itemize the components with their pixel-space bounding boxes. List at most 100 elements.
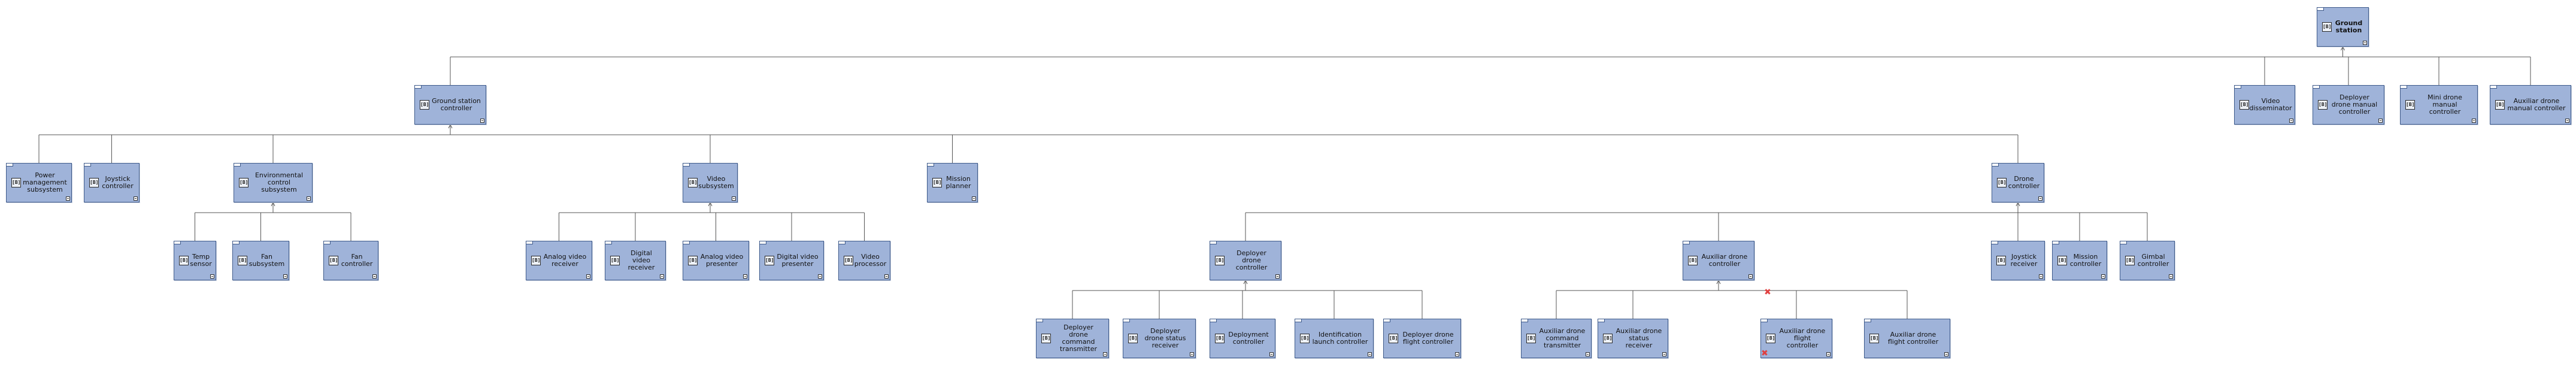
expand-icon[interactable] — [2101, 274, 2105, 279]
block-label: Auxiliar drone flight controller — [1887, 331, 1939, 346]
block-label: Temp sensor — [190, 253, 212, 268]
expand-icon[interactable] — [884, 274, 889, 279]
expand-icon[interactable] — [2289, 119, 2293, 123]
block-identification-launch-controller[interactable]: [B]Identification launch controller — [1295, 319, 1374, 358]
expand-icon[interactable] — [818, 274, 822, 279]
block-deployer-drone-flight-controller[interactable]: [B]Deployer drone flight controller — [1383, 319, 1461, 358]
expand-icon[interactable] — [660, 274, 664, 279]
block-icon: [B] — [688, 256, 698, 265]
expand-icon[interactable] — [480, 119, 484, 123]
block-digital-video-presenter[interactable]: [B]Digital video presenter — [759, 241, 824, 280]
block-fan-subsystem[interactable]: [B]Fan subsystem — [232, 241, 289, 280]
block-icon: [B] — [1300, 334, 1310, 343]
block-digital-video-receiver[interactable]: [B]Digital video receiver — [605, 241, 666, 280]
expand-icon[interactable] — [372, 274, 377, 279]
block-icon: [B] — [688, 178, 698, 187]
block-mini-drone-manual-controller[interactable]: [B]Mini drone manual controller — [2400, 85, 2478, 125]
block-icon: [B] — [329, 256, 338, 265]
expand-icon[interactable] — [2378, 119, 2383, 123]
block-label: Digital video receiver — [628, 249, 655, 271]
arrowhead-icon — [2016, 201, 2020, 207]
block-label: Fan controller — [341, 253, 373, 268]
expand-icon[interactable] — [2565, 119, 2569, 123]
expand-icon[interactable] — [1103, 352, 1107, 356]
block-deployer-drone-command-transmitter[interactable]: [B]Deployer drone command transmitter — [1036, 319, 1109, 358]
block-label: Video subsystem — [698, 175, 734, 190]
expand-icon[interactable] — [283, 274, 287, 279]
expand-icon[interactable] — [307, 196, 311, 201]
block-deployment-controller[interactable]: [B]Deployment controller — [1210, 319, 1275, 358]
block-label: Deployer drone controller — [1235, 249, 1268, 271]
block-auxiliar-drone-manual-controller[interactable]: [B]Auxiliar drone manual controller — [2490, 85, 2571, 125]
block-gimbal-controller[interactable]: [B]Gimbal controller — [2120, 241, 2175, 280]
block-icon: [B] — [1526, 334, 1536, 343]
block-joystick-receiver[interactable]: [B]Joystick receiver — [1991, 241, 2045, 280]
expand-icon[interactable] — [743, 274, 747, 279]
block-icon: [B] — [179, 256, 189, 265]
block-label: Auxiliar drone status receiver — [1616, 327, 1662, 349]
block-auxiliar-drone-command-transmitter[interactable]: [B]Auxiliar drone command transmitter — [1521, 319, 1592, 358]
block-label: Environmental control subsystem — [254, 171, 304, 193]
block-icon: [B] — [11, 178, 21, 187]
error-x-icon: ✖ — [1761, 349, 1768, 358]
expand-icon[interactable] — [972, 196, 976, 201]
block-icon: [B] — [531, 256, 541, 265]
expand-icon[interactable] — [66, 196, 70, 201]
block-power-management-subsystem[interactable]: [B]Power management subsystem — [6, 163, 72, 202]
expand-icon[interactable] — [1275, 274, 1280, 279]
block-deployer-drone-status-receiver[interactable]: [B]Deployer drone status receiver — [1123, 319, 1196, 358]
block-label: Deployer drone manual controller — [2331, 93, 2378, 116]
expand-icon[interactable] — [2038, 196, 2042, 201]
expand-icon[interactable] — [1662, 352, 1666, 356]
block-label: Mission controller — [2069, 253, 2102, 268]
expand-icon[interactable] — [1748, 274, 1753, 279]
block-environmental-control-subsystem[interactable]: [B]Environmental control subsystem — [234, 163, 313, 202]
expand-icon[interactable] — [1190, 352, 1194, 356]
block-mission-controller[interactable]: [B]Mission controller — [2052, 241, 2107, 280]
block-video-disseminator[interactable]: [B]Video disseminator — [2234, 85, 2295, 125]
block-analog-video-receiver[interactable]: [B]Analog video receiver — [526, 241, 592, 280]
expand-icon[interactable] — [1455, 352, 1459, 356]
block-icon: [B] — [89, 178, 99, 187]
block-label: Mini drone manual controller — [2427, 93, 2462, 116]
block-label: Analog video receiver — [543, 253, 587, 268]
block-label: Drone controller — [2008, 175, 2040, 190]
expand-icon[interactable] — [732, 196, 736, 201]
block-mission-planner[interactable]: [B]Mission planner — [927, 163, 978, 202]
block-temp-sensor[interactable]: [B]Temp sensor — [174, 241, 216, 280]
expand-icon[interactable] — [2169, 274, 2173, 279]
block-label: Ground station — [2335, 19, 2363, 34]
block-label: Digital video presenter — [777, 253, 819, 268]
block-video-subsystem[interactable]: [B]Video subsystem — [683, 163, 738, 202]
block-auxiliar-drone-controller[interactable]: [B]Auxiliar drone controller — [1683, 241, 1754, 280]
block-icon: [B] — [1766, 334, 1775, 343]
block-deployer-drone-controller[interactable]: [B]Deployer drone controller — [1210, 241, 1281, 280]
expand-icon[interactable] — [1586, 352, 1590, 356]
expand-icon[interactable] — [1944, 352, 1948, 356]
block-joystick-controller[interactable]: [B]Joystick controller — [84, 163, 140, 202]
block-auxiliar-drone-flight-controller-a[interactable]: [B]Auxiliar drone flight controller — [1760, 319, 1832, 358]
block-auxiliar-drone-status-receiver[interactable]: [B]Auxiliar drone status receiver — [1598, 319, 1668, 358]
expand-icon[interactable] — [2472, 119, 2476, 123]
block-icon: [B] — [1128, 334, 1138, 343]
block-auxiliar-drone-flight-controller-b[interactable]: [B]Auxiliar drone flight controller — [1864, 319, 1950, 358]
block-label: Deployment controller — [1228, 331, 1269, 346]
block-deployer-drone-manual-controller[interactable]: [B]Deployer drone manual controller — [2313, 85, 2384, 125]
block-ground-station-controller[interactable]: [B]Ground station controller — [414, 85, 486, 125]
block-icon: [B] — [1215, 334, 1225, 343]
expand-icon[interactable] — [1368, 352, 1372, 356]
expand-icon[interactable] — [2039, 274, 2043, 279]
block-label: Video disseminator — [2249, 97, 2292, 112]
expand-icon[interactable] — [2363, 41, 2367, 45]
block-ground-station[interactable]: [B]Ground station — [2317, 7, 2369, 47]
block-video-processor[interactable]: [B]Video processor — [838, 241, 890, 280]
expand-icon[interactable] — [210, 274, 214, 279]
expand-icon[interactable] — [134, 196, 138, 201]
block-fan-controller[interactable]: [B]Fan controller — [323, 241, 378, 280]
expand-icon[interactable] — [586, 274, 590, 279]
block-drone-controller[interactable]: [B]Drone controller — [1992, 163, 2044, 202]
expand-icon[interactable] — [1269, 352, 1274, 356]
block-analog-video-presenter[interactable]: [B]Analog video presenter — [683, 241, 749, 280]
expand-icon[interactable] — [1826, 352, 1831, 356]
